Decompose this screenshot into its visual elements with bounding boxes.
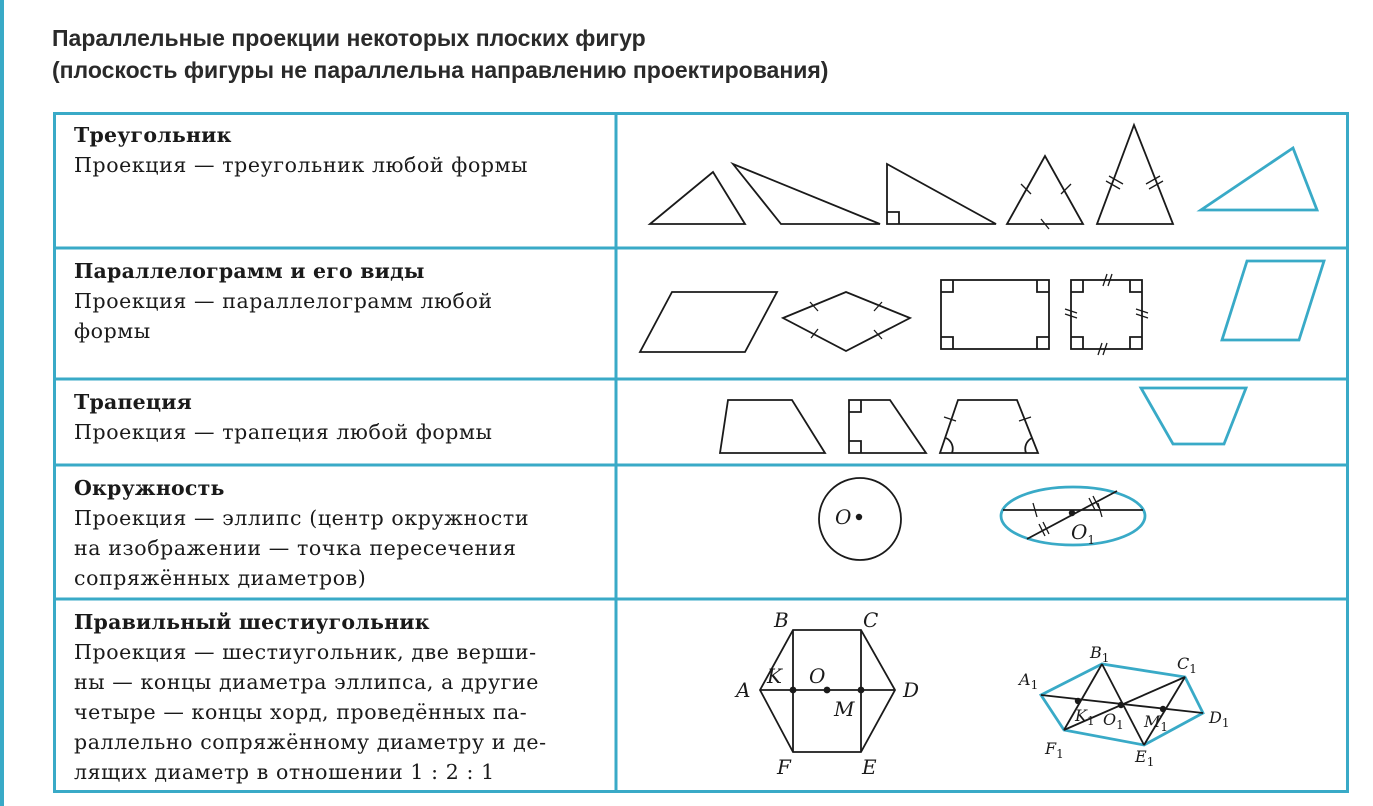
parallelogram-figures	[638, 259, 1326, 356]
trapezoid-angle-marks	[943, 416, 1033, 454]
circle-center-label: O	[835, 505, 851, 529]
label-f1: F1	[1044, 739, 1064, 761]
ellipse-center-point	[1068, 509, 1076, 517]
rectangle-right-angles	[941, 280, 1049, 349]
label-k1: K1	[1074, 706, 1095, 728]
point-k1	[1074, 697, 1082, 705]
row-trapezoid: Трапеция Проекция — трапеция любой формы	[53, 379, 1349, 465]
rhombus	[780, 291, 913, 353]
triangle-equilateral	[1005, 154, 1085, 225]
label-b1: B1	[1089, 643, 1109, 665]
label-o: O	[809, 664, 825, 688]
title-line-1: Параллельные проекции некоторых плоских …	[52, 25, 646, 51]
row-text: Параллелограмм и его виды Проекция — пар…	[74, 256, 594, 346]
parallelogram-projection	[1220, 259, 1326, 342]
row-circle: Окружность Проекция — эллипс (центр окру…	[53, 465, 1349, 599]
page-title: Параллельные проекции некоторых плоских …	[52, 22, 828, 86]
label-e: E	[861, 755, 877, 779]
row-text: Треугольник Проекция — треугольник любой…	[74, 120, 594, 180]
triangle-obtuse	[730, 161, 881, 225]
label-d1: D1	[1208, 708, 1229, 730]
hexagon-projection-figure: A1 B1 C1 D1 E1 F1 K1 O1 M1	[1017, 643, 1229, 769]
row-text: Трапеция Проекция — трапеция любой формы	[74, 387, 594, 447]
row-text: Правильный шестиугольник Проекция — шест…	[74, 607, 594, 787]
circle	[818, 477, 902, 561]
projection-chord-bf	[1063, 663, 1103, 731]
ellipse-center-label: O1	[1071, 520, 1095, 547]
label-o1: O1	[1103, 710, 1124, 732]
row-description: Проекция — трапеция любой формы	[74, 420, 493, 444]
row-description: Проекция — параллелограмм любой формы	[74, 289, 493, 343]
label-f: F	[776, 755, 792, 779]
right-angle-mark	[887, 211, 900, 224]
row-heading: Правильный шестиугольник	[74, 610, 430, 634]
point-o1	[1117, 701, 1125, 709]
label-m: M	[833, 697, 855, 721]
trapezoid-isosceles	[938, 399, 1040, 454]
ellipse-projection	[999, 485, 1147, 547]
triangle-isosceles	[1095, 122, 1175, 225]
circle-figures: O O1	[818, 477, 1147, 561]
trapezoid-right-angles	[849, 400, 862, 453]
circle-center-point	[855, 513, 863, 521]
row-triangle: Треугольник Проекция — треугольник любой…	[53, 112, 1349, 248]
trapezoid-right	[848, 399, 928, 454]
label-d: D	[902, 678, 919, 702]
trapezoid-figures	[718, 386, 1249, 454]
square-marks	[1064, 273, 1149, 356]
projections-table: Треугольник Проекция — треугольник любой…	[53, 112, 1349, 793]
ellipse-ticks	[1032, 495, 1103, 537]
row-heading: Окружность	[74, 476, 225, 500]
equal-side-ticks	[1020, 183, 1072, 230]
row-heading: Параллелограмм и его виды	[74, 259, 425, 283]
label-c1: C1	[1177, 654, 1197, 676]
row-parallelogram: Параллелограмм и его виды Проекция — пар…	[53, 248, 1349, 379]
parallelogram	[638, 291, 779, 353]
rhombus-ticks	[809, 301, 883, 340]
trapezoid-projection	[1138, 386, 1249, 446]
point-k	[789, 686, 797, 694]
row-hexagon: Правильный шестиугольник Проекция — шест…	[53, 599, 1349, 793]
label-k: K	[766, 664, 783, 688]
figures-layer: O O1 A B C	[638, 122, 1326, 779]
rectangle	[940, 279, 1050, 350]
hexagon-figure: A B C D E F K O M	[734, 608, 919, 779]
isosceles-ticks	[1105, 175, 1164, 190]
label-a: A	[734, 678, 750, 702]
triangle-acute	[647, 170, 747, 225]
label-b: B	[773, 608, 789, 632]
triangle-figures	[647, 122, 1320, 230]
title-line-2: (плоскость фигуры не параллельна направл…	[52, 57, 829, 83]
row-heading: Трапеция	[74, 390, 193, 414]
point-m	[857, 686, 865, 694]
projection-diagonal-cf	[1063, 676, 1186, 731]
triangle-projection	[1196, 145, 1320, 212]
triangle-right	[886, 162, 997, 225]
table-grid	[53, 112, 1349, 793]
row-heading: Треугольник	[74, 123, 232, 147]
row-description: Проекция — треугольник любой формы	[74, 153, 529, 177]
square	[1070, 279, 1143, 350]
label-c: C	[863, 608, 878, 632]
point-o	[823, 686, 831, 694]
row-description: Проекция — шестиугольник, две верши- ны …	[74, 640, 547, 784]
row-text: Окружность Проекция — эллипс (центр окру…	[74, 473, 594, 593]
label-a1: A1	[1017, 670, 1038, 692]
point-m1	[1159, 705, 1167, 713]
row-description: Проекция — эллипс (центр окружности на и…	[74, 506, 530, 590]
label-m1: M1	[1143, 712, 1168, 734]
trapezoid	[718, 399, 827, 454]
left-accent-bar	[0, 0, 4, 806]
label-e1: E1	[1134, 747, 1154, 769]
